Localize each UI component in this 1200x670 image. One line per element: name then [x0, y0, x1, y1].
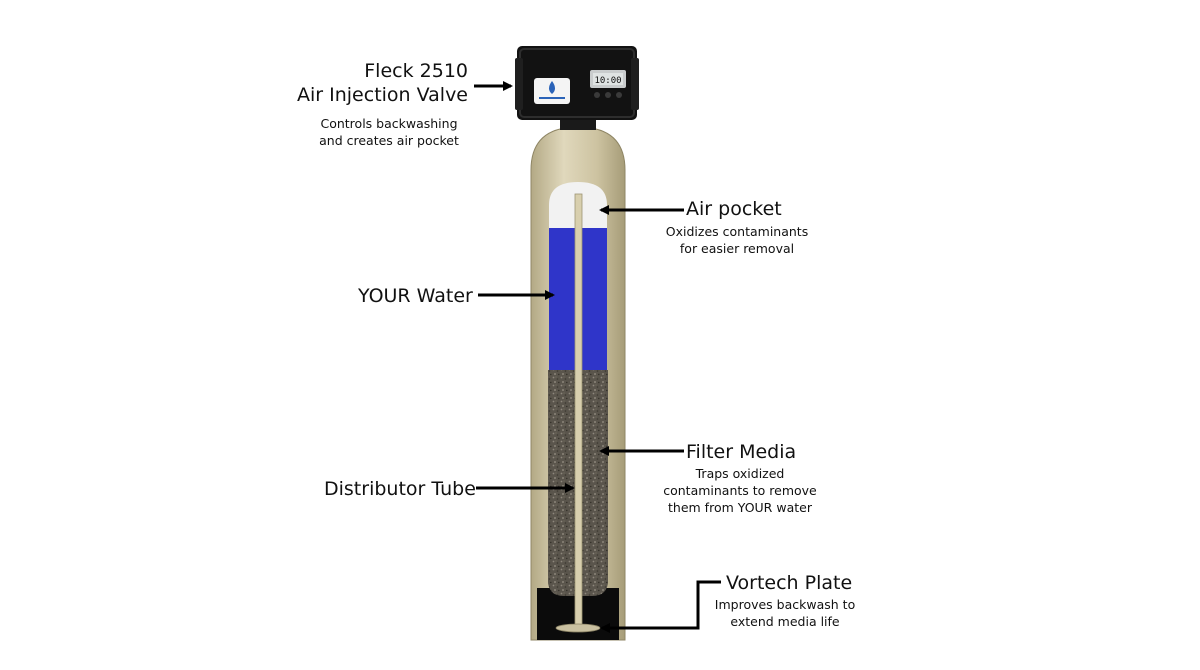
valve-title-line1: Fleck 2510	[364, 60, 468, 82]
air-pocket-desc-line1: Oxidizes contaminants	[665, 224, 809, 239]
filter-media-desc-line2: contaminants to remove	[663, 483, 817, 498]
vortech-plate-desc-line2: extend media life	[730, 614, 840, 629]
water-label: YOUR Water	[358, 285, 473, 307]
filter-media-desc-line1: Traps oxidized	[695, 466, 785, 481]
valve-desc-line2: and creates air pocket	[319, 133, 459, 148]
valve-desc-line1: Controls backwashing	[320, 116, 458, 131]
air-pocket-desc-line2: for easier removal	[679, 241, 795, 256]
filter-media-description: Traps oxidized contaminants to remove th…	[650, 465, 830, 516]
vortech-plate	[555, 623, 601, 633]
valve-label: Fleck 2510 Air Injection Valve	[290, 59, 468, 107]
air-pocket-title: Air pocket	[686, 198, 782, 220]
filter-media-title: Filter Media	[686, 441, 797, 463]
air-pocket-description: Oxidizes contaminants for easier removal	[652, 223, 822, 257]
vortech-plate-description: Improves backwash to extend media life	[700, 596, 870, 630]
vortech-plate-title: Vortech Plate	[726, 572, 853, 594]
valve-description: Controls backwashing and creates air poc…	[300, 115, 478, 149]
display-readout: 10:00	[594, 76, 621, 86]
display-icon	[590, 70, 626, 98]
distributor-tube-label: Distributor Tube	[324, 478, 476, 500]
vortech-plate-arrow	[600, 580, 721, 633]
arrow-icon	[474, 81, 721, 633]
distributor-tube	[574, 193, 583, 629]
logo-icon	[534, 78, 570, 104]
valve-title-line2: Air Injection Valve	[297, 84, 468, 106]
vortech-plate-desc-line1: Improves backwash to	[714, 597, 856, 612]
filter-media-desc-line3: them from YOUR water	[668, 500, 812, 515]
